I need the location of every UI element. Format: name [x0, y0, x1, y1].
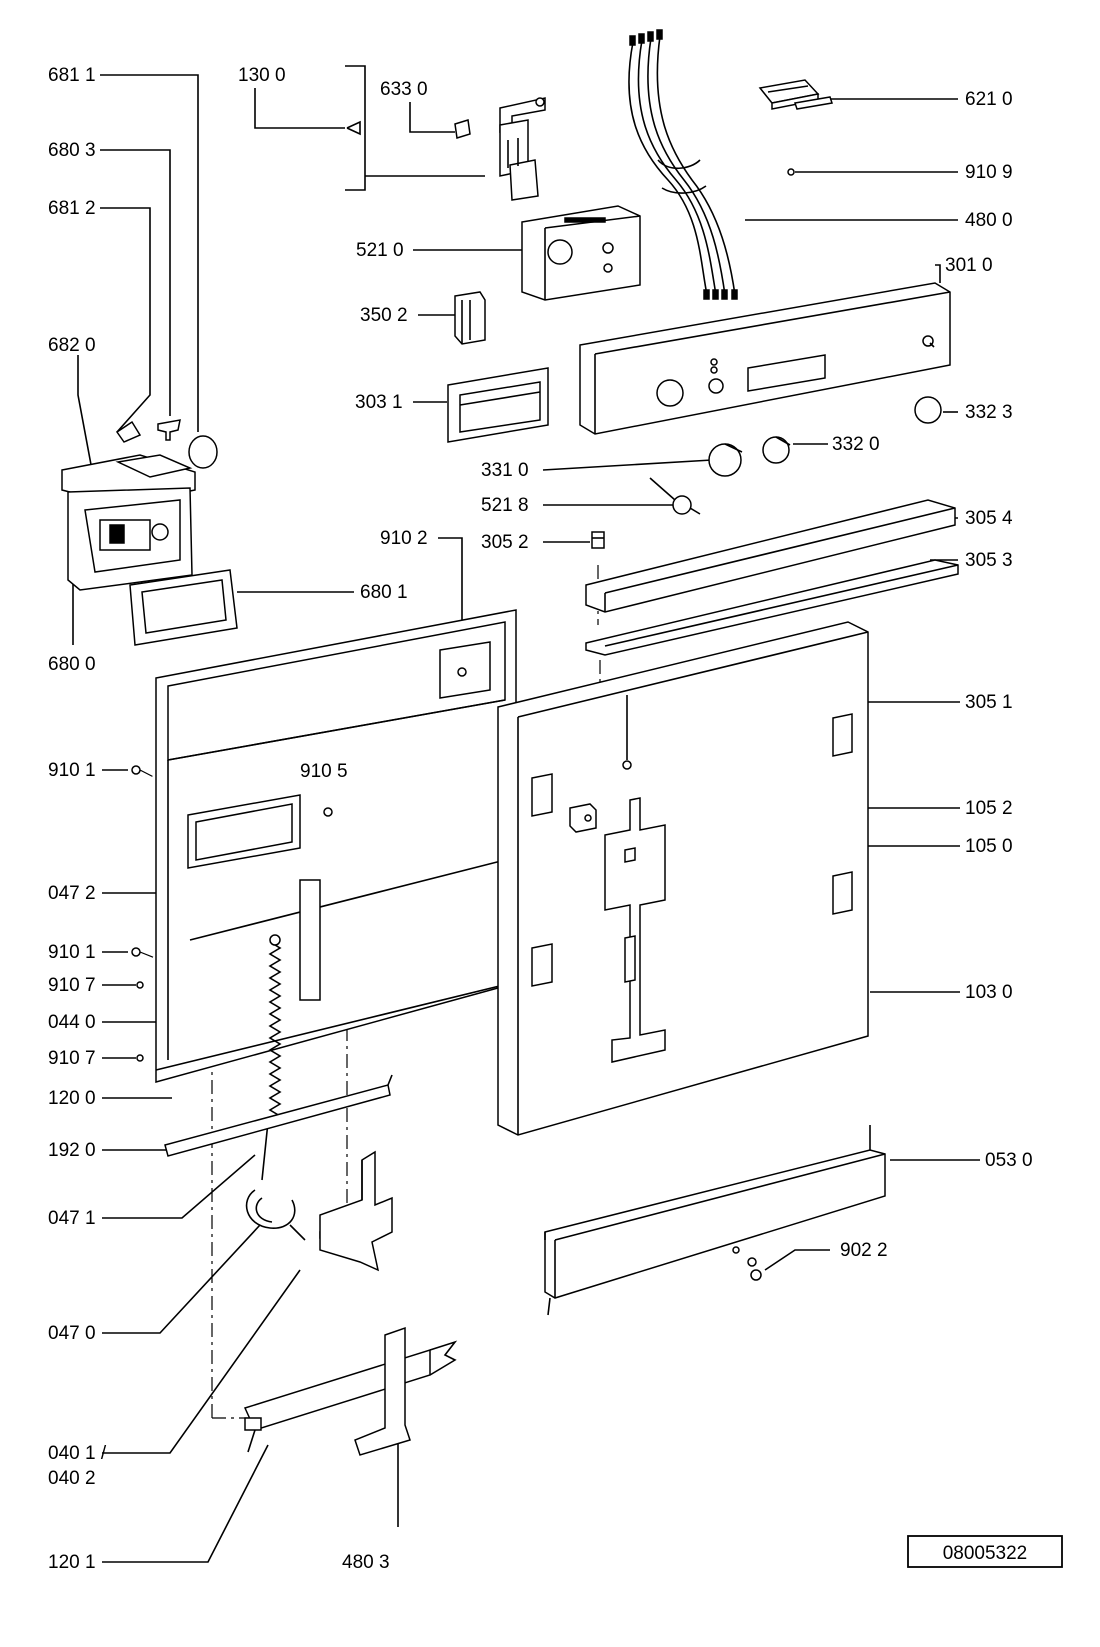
label-9107-upper: 910 7 — [48, 975, 96, 996]
label-9022: 902 2 — [840, 1240, 888, 1261]
clip-6803-part — [157, 419, 181, 441]
screw-9105-part — [323, 807, 333, 817]
label-0472: 047 2 — [48, 883, 96, 904]
label-6330: 633 0 — [380, 79, 428, 100]
screw-9022-part — [747, 1257, 762, 1281]
trim-strip-3053-part — [585, 559, 959, 656]
screw-9107-upper-part — [136, 981, 144, 989]
screw-9101-upper-part — [131, 765, 141, 775]
rod-3051-part — [622, 695, 632, 770]
label-3052: 305 2 — [481, 532, 529, 553]
label-9101-lower: 910 1 — [48, 942, 96, 963]
label-3053: 305 3 — [965, 550, 1013, 571]
part-6812-part — [115, 420, 142, 443]
screw-9109-part — [787, 168, 795, 176]
label-1201: 120 1 — [48, 1552, 96, 1573]
label-1052: 105 2 — [965, 798, 1013, 819]
rail-1050-part — [604, 797, 666, 1063]
label-0402: 040 2 — [48, 1468, 96, 1489]
hinge-part — [245, 1189, 333, 1241]
drawing-number: 08005322 — [943, 1543, 1028, 1564]
kickplate-part — [544, 1125, 886, 1316]
label-9102: 910 2 — [380, 528, 428, 549]
label-3323: 332 3 — [965, 402, 1013, 423]
handle-3031-part — [447, 367, 549, 443]
drawing-number-box: 08005322 — [907, 1535, 1063, 1568]
label-1920: 192 0 — [48, 1140, 96, 1161]
label-0440: 044 0 — [48, 1012, 96, 1033]
label-1300: 130 0 — [238, 65, 286, 86]
label-6811: 681 1 — [48, 65, 96, 86]
knob-3320-part — [762, 436, 791, 464]
label-0471: 047 1 — [48, 1208, 96, 1229]
dispenser-assembly-part — [61, 454, 196, 591]
knob-3310-part — [708, 443, 743, 477]
label-0401: 040 1 / — [48, 1443, 107, 1464]
label-9101-upper: 910 1 — [48, 760, 96, 781]
label-6801: 680 1 — [360, 582, 408, 603]
label-3320: 332 0 — [832, 434, 880, 455]
label-3502: 350 2 — [360, 305, 408, 326]
label-1050: 105 0 — [965, 836, 1013, 857]
label-5218: 521 8 — [481, 495, 529, 516]
bottom-strip-1201-part — [243, 1340, 458, 1453]
door-latch-part — [454, 97, 546, 201]
label-6820: 682 0 — [48, 335, 96, 356]
control-module-part — [521, 205, 641, 301]
screw-9101-lower-part — [131, 947, 141, 957]
outer-door-part — [497, 621, 869, 1136]
label-3310: 331 0 — [481, 460, 529, 481]
screw-9107-lower-part — [136, 1054, 144, 1062]
hinge-bracket-part — [319, 1150, 393, 1272]
label-1200: 120 0 — [48, 1088, 96, 1109]
module-621-part — [758, 79, 833, 110]
inner-door-part — [155, 609, 517, 1083]
spring-part — [261, 934, 282, 1181]
label-3054: 305 4 — [965, 508, 1013, 529]
seal-strip-1920-part — [164, 1074, 393, 1157]
hook-4803-part — [354, 1326, 411, 1456]
sensor-5218-part — [649, 477, 701, 515]
label-4800: 480 0 — [965, 210, 1013, 231]
label-6812: 681 2 — [48, 198, 96, 219]
label-6800: 680 0 — [48, 654, 96, 675]
label-0470: 047 0 — [48, 1323, 96, 1344]
label-9107-lower: 910 7 — [48, 1048, 96, 1069]
label-3051: 305 1 — [965, 692, 1013, 713]
label-6210: 621 0 — [965, 89, 1013, 110]
bracket-3502-part — [454, 291, 486, 345]
wiring-harness-part — [628, 29, 738, 300]
label-0530: 053 0 — [985, 1150, 1033, 1171]
label-3010: 301 0 — [945, 255, 993, 276]
part-labels: 681 1 130 0 633 0 621 0 680 3 910 9 681 … — [48, 65, 1033, 1573]
label-5210: 521 0 — [356, 240, 404, 261]
trim-strip-3054-part — [585, 499, 956, 613]
clip-3052-part — [591, 531, 605, 549]
cap-6811-part — [188, 435, 218, 469]
label-6803: 680 3 — [48, 140, 96, 161]
label-9105: 910 5 — [300, 761, 348, 782]
label-1030: 103 0 — [965, 982, 1013, 1003]
label-3031: 303 1 — [355, 392, 403, 413]
screw-9102-part — [457, 667, 467, 677]
label-4803: 480 3 — [342, 1552, 390, 1573]
knob-3323-part — [914, 396, 942, 424]
label-9109: 910 9 — [965, 162, 1013, 183]
control-panel-part — [579, 282, 951, 435]
gasket-6801-part — [129, 569, 238, 646]
